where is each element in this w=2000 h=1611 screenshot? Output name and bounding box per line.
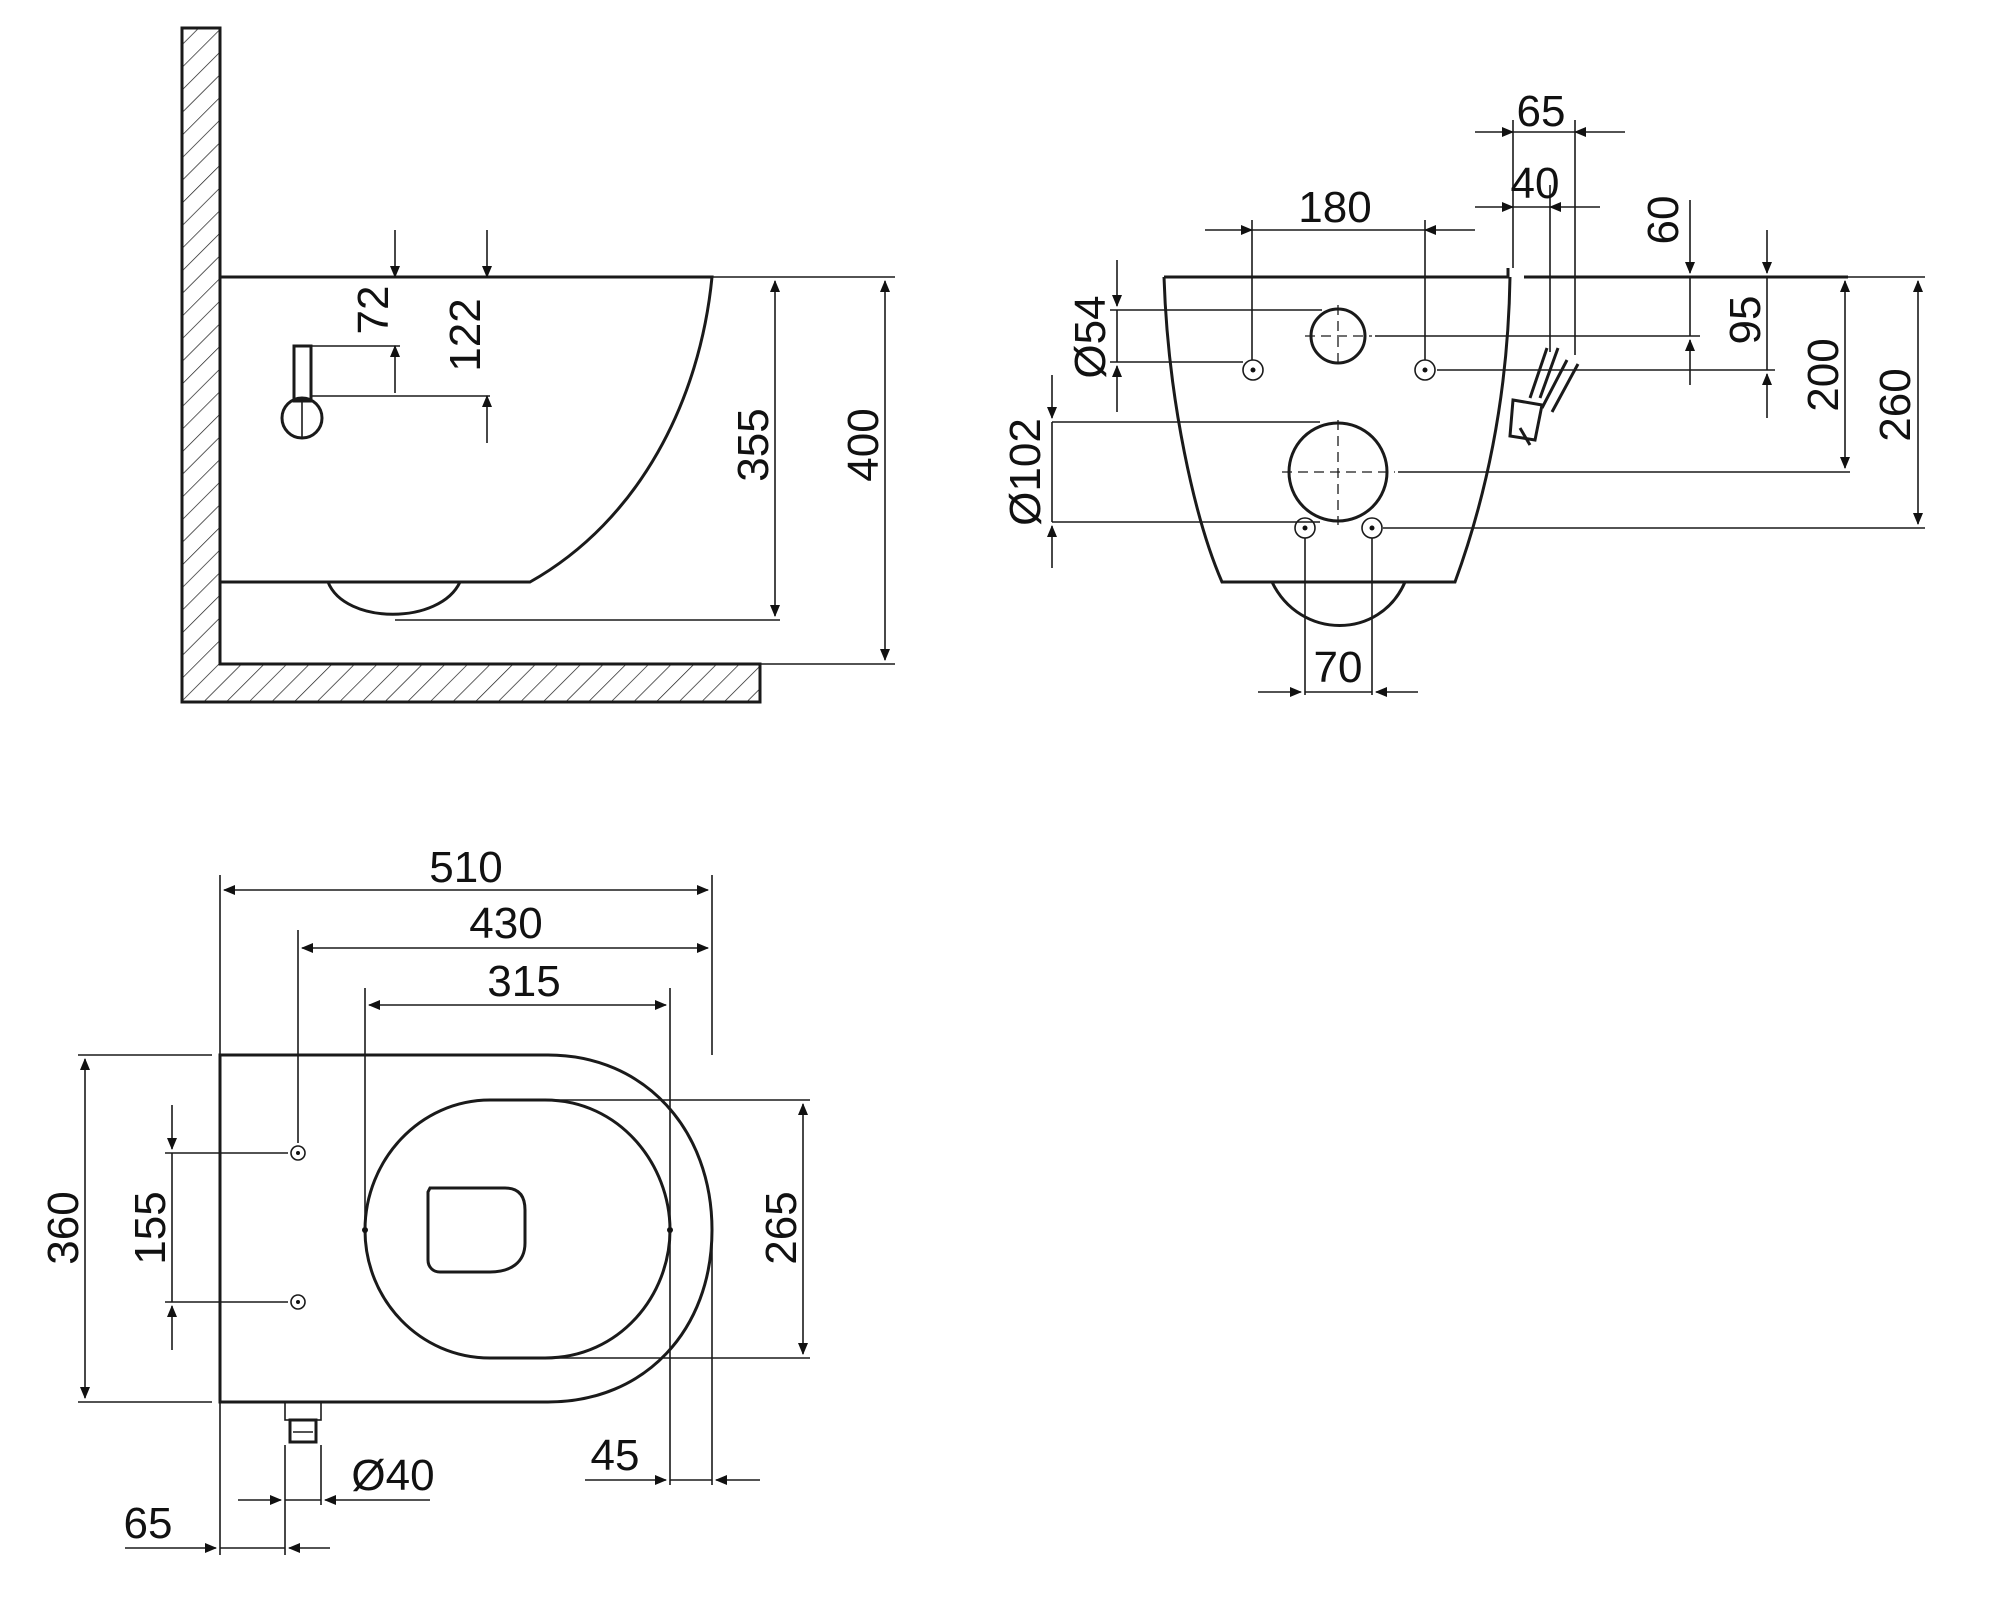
dim-430: 430 [469,899,542,948]
dim-95: 95 [1721,296,1770,345]
dim-155: 155 [126,1191,175,1264]
dim-phi40: Ø40 [351,1451,434,1500]
dim-40-rear: 40 [1511,159,1560,208]
dim-355: 355 [729,408,778,481]
dim-315: 315 [487,957,560,1006]
dim-65-top: 65 [124,1499,173,1548]
bowl-top-outline [218,1053,714,1404]
rear-valve [1508,347,1580,446]
top-connector [284,1401,322,1444]
dim-180: 180 [1298,183,1371,232]
dim-260: 260 [1871,368,1920,441]
dim-360: 360 [39,1191,88,1264]
top-bolt-holes [290,1145,306,1310]
dim-400: 400 [839,408,888,481]
trap-side [326,581,462,616]
dim-phi102: Ø102 [1001,418,1050,526]
dim-70: 70 [1314,643,1363,692]
dim-45: 45 [591,1431,640,1480]
top-view: 510 430 315 360 155 265 45 Ø40 [39,843,810,1555]
dim-72: 72 [349,286,398,335]
dim-510: 510 [429,843,502,892]
dim-phi54: Ø54 [1066,295,1115,378]
dim-265: 265 [757,1191,806,1264]
rear-view: 65 40 180 60 Ø54 95 200 260 [1001,87,1925,697]
dim-122: 122 [441,298,490,371]
bowl-rear-outline [1164,268,1510,279]
rear-bolt-holes [1242,359,1436,539]
trap-rear [1270,581,1407,627]
side-view: 72 122 355 400 [180,26,895,704]
bowl-opening [426,1186,527,1274]
dim-65-rear: 65 [1517,87,1566,136]
seat-top-outline [363,1098,672,1360]
dim-60: 60 [1639,196,1688,245]
bowl-side-outline [220,275,714,584]
side-valve [280,344,324,440]
dim-200: 200 [1799,338,1848,411]
